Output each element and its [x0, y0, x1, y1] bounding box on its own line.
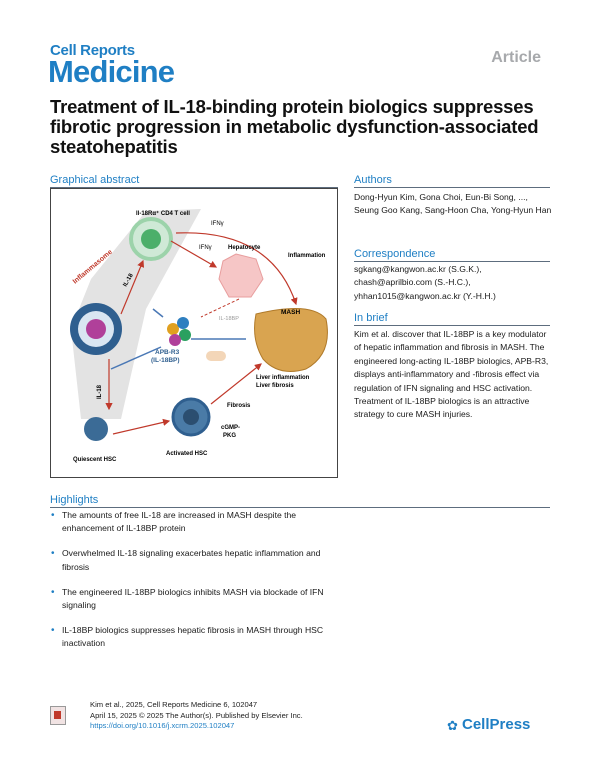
arrow-activation — [112, 418, 171, 435]
citation-line-2: April 15, 2025 © 2025 The Author(s). Pub… — [90, 710, 303, 720]
cellpress-logo-icon: ✿ — [447, 718, 458, 733]
apb-part-green — [179, 329, 191, 341]
authors-text: Dong-Hyun Kim, Gona Choi, Eun-Bi Song, .… — [354, 192, 552, 216]
label-apb: APB-R3 — [155, 349, 180, 356]
inflammasome-core — [86, 319, 106, 339]
highlight-item: The engineered IL-18BP biologics inhibit… — [50, 586, 350, 612]
label-cd4: Il-18Rα⁺ CD4 T cell — [136, 210, 190, 217]
arrow-ifn — [170, 240, 218, 268]
cellpress-logo-text[interactable]: CellPress — [462, 716, 531, 733]
apb-molecule-icon — [167, 323, 179, 335]
arrow-inflammation — [175, 232, 298, 306]
label-hepatocyte: Hepatocyte — [228, 245, 261, 251]
graphical-abstract-illustration: Il-18Rα⁺ CD4 T cell IFNγ IFNγ Hepatocyte… — [70, 209, 328, 463]
apb-part-purple — [169, 334, 181, 346]
capsule-icon — [206, 351, 226, 361]
quiescent-hsc-icon — [84, 417, 108, 441]
label-pkg: PKG — [223, 433, 236, 439]
correspondence-heading: Correspondence — [354, 248, 436, 260]
article-title: Treatment of IL-18-binding protein biolo… — [50, 96, 539, 157]
graphical-abstract-figure: Il-18Rα⁺ CD4 T cell IFNγ IFNγ Hepatocyte… — [50, 188, 338, 478]
journal-name-line2: Medicine — [48, 54, 175, 89]
correspondence-list: sgkang@kangwon.ac.kr (S.G.K.), chash@apr… — [354, 263, 554, 303]
hepatocyte-icon — [218, 253, 264, 298]
journal-name-line1: Cell Reports — [50, 42, 135, 59]
doi-link[interactable]: https://doi.org/10.1016/j.xcrm.2025.1020… — [90, 721, 235, 730]
label-ifn-mid: IFNγ — [199, 245, 212, 251]
in-brief-text: Kim et al. discover that IL-18BP is a ke… — [354, 329, 549, 420]
highlight-item: IL-18BP biologics suppresses hepatic fib… — [50, 624, 350, 650]
correspondence-rule — [354, 261, 550, 262]
correspondence-email-2[interactable]: chash@aprilbio.com (S.-H.C.), — [354, 277, 471, 288]
label-fibrosis: Fibrosis — [227, 403, 251, 409]
highlights-list: The amounts of free IL-18 are increased … — [50, 509, 350, 663]
label-il18-left: IL-18 — [97, 384, 103, 399]
label-liver-inflammation: Liver inflammation — [256, 375, 310, 381]
highlight-item: Overwhelmed IL-18 signaling exacerbates … — [50, 547, 350, 573]
cd4-nucleus — [141, 229, 161, 249]
correspondence-email-3[interactable]: yhhan1015@kangwon.ac.kr (Y.-H.H.) — [354, 290, 496, 301]
authors-rule — [354, 187, 550, 188]
label-apb-2: (IL-18BP) — [151, 357, 180, 364]
label-ifn-top: IFNγ — [211, 221, 224, 227]
label-inflammation: Inflammation — [288, 253, 326, 259]
in-brief-rule — [354, 325, 550, 326]
mash-liver-icon — [254, 308, 328, 372]
label-quiescent-hsc: Quiescent HSC — [73, 457, 117, 463]
il18bp-dashed — [200, 298, 240, 318]
arrow-fibrosis — [210, 363, 262, 405]
journal-cover-icon — [50, 706, 66, 725]
activated-hsc-nucleus — [183, 409, 199, 425]
inhibit-line-1 — [152, 308, 164, 318]
highlights-rule — [50, 507, 550, 508]
inflammasome-band — [71, 209, 201, 419]
correspondence-email-1[interactable]: sgkang@kangwon.ac.kr (S.G.K.), — [354, 264, 482, 274]
label-mash: MASH — [281, 309, 300, 316]
apb-part-blue — [177, 317, 189, 329]
label-liver-fibrosis: Liver fibrosis — [256, 383, 294, 389]
authors-heading: Authors — [354, 174, 392, 186]
inhibit-line-3 — [110, 346, 162, 370]
label-il18bp: IL-18BP — [219, 316, 239, 322]
in-brief-heading: In brief — [354, 312, 388, 324]
highlights-heading: Highlights — [50, 494, 99, 506]
citation-block: Kim et al., 2025, Cell Reports Medicine … — [90, 700, 303, 732]
label-cgmp: cGMP- — [221, 425, 240, 431]
highlight-item: The amounts of free IL-18 are increased … — [50, 509, 350, 535]
graphical-abstract-heading: Graphical abstract — [50, 174, 140, 186]
article-type: Article — [491, 49, 541, 66]
label-activated-hsc: Activated HSC — [166, 451, 208, 457]
graphical-abstract-rule — [50, 187, 338, 188]
arrow-il18 — [120, 259, 145, 315]
citation-line-1: Kim et al., 2025, Cell Reports Medicine … — [90, 700, 258, 709]
